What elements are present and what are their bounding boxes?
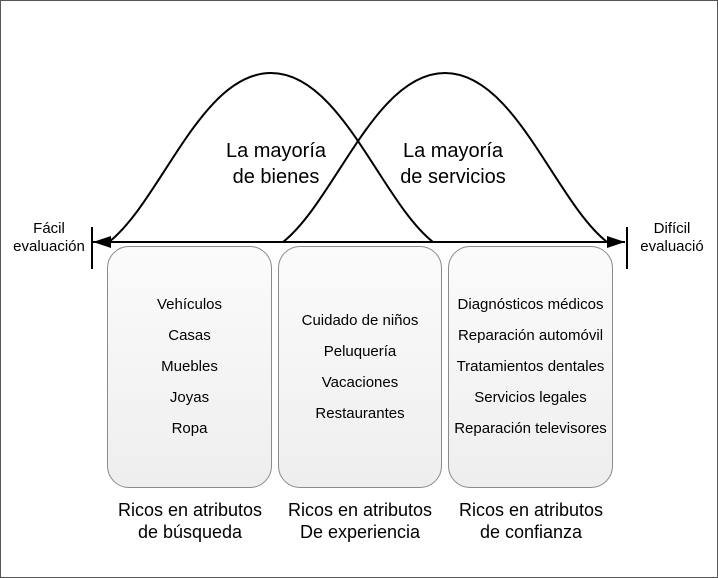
- list-item: Servicios legales: [474, 389, 587, 406]
- list-item: Casas: [168, 327, 211, 344]
- caption-line-2: De experiencia: [299, 522, 421, 542]
- hard-evaluation-line-2: evaluació: [640, 238, 704, 255]
- hard-evaluation-line-1: Difícil: [653, 220, 691, 237]
- list-item: Reparación televisores: [454, 420, 607, 437]
- easy-evaluation-line-2: evaluación: [13, 238, 85, 255]
- goods-bell-curve: [108, 71, 434, 243]
- caption-line-2: de búsqueda: [137, 522, 243, 542]
- credence-attributes-box: Diagnósticos médicos Reparación automóvi…: [448, 246, 613, 488]
- axis-right-arrowhead: [607, 236, 625, 248]
- caption-line-1: Ricos en atributos: [458, 500, 604, 520]
- services-bell-curve: [282, 71, 608, 243]
- list-item: Ropa: [171, 420, 208, 437]
- caption-line-1: Ricos en atributos: [117, 500, 263, 520]
- goods-label-line-2: de bienes: [232, 166, 320, 188]
- services-label-line-2: de servicios: [400, 166, 506, 188]
- list-item: Tratamientos dentales: [456, 358, 605, 375]
- search-attributes-box: Vehículos Casas Muebles Joyas Ropa: [107, 246, 272, 488]
- list-item: Vehículos: [156, 296, 223, 313]
- list-item: Cuidado de niños: [301, 312, 419, 329]
- list-item: Joyas: [169, 389, 210, 406]
- list-item: Restaurantes: [315, 405, 405, 422]
- list-item: Muebles: [161, 358, 218, 375]
- caption-line-2: de confianza: [479, 522, 583, 542]
- list-item: Peluquería: [323, 343, 397, 360]
- easy-evaluation-line-1: Fácil: [33, 220, 65, 237]
- credence-attributes-list: Diagnósticos médicos Reparación automóvi…: [449, 289, 612, 444]
- services-label-line-1: La mayoría: [402, 140, 504, 162]
- axis-left-arrowhead: [93, 236, 111, 248]
- list-item: Vacaciones: [321, 374, 399, 391]
- goods-label-line-1: La mayoría: [225, 140, 327, 162]
- list-item: Diagnósticos médicos: [457, 296, 604, 313]
- hard-evaluation-label: Difícil evaluació: [629, 220, 715, 256]
- easy-evaluation-label: Fácil evaluación: [7, 220, 91, 256]
- search-attributes-caption: Ricos en atributos de búsqueda: [97, 499, 283, 543]
- experience-attributes-box: Cuidado de niños Peluquería Vacaciones R…: [278, 246, 442, 488]
- experience-attributes-list: Cuidado de niños Peluquería Vacaciones R…: [279, 305, 441, 429]
- search-attributes-list: Vehículos Casas Muebles Joyas Ropa: [108, 289, 271, 444]
- caption-line-1: Ricos en atributos: [287, 500, 433, 520]
- list-item: Reparación automóvil: [457, 327, 604, 344]
- credence-attributes-caption: Ricos en atributos de confianza: [438, 499, 624, 543]
- goods-curve-label: La mayoría de bienes: [201, 138, 351, 190]
- services-curve-label: La mayoría de servicios: [377, 138, 529, 190]
- experience-attributes-caption: Ricos en atributos De experiencia: [267, 499, 453, 543]
